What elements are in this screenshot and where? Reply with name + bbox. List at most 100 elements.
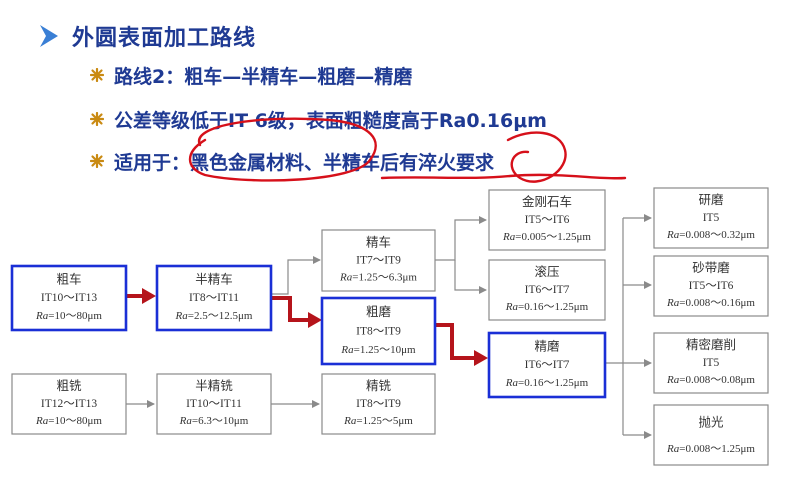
process-node-pao-guang: 抛光 Ra=0.008～1.25μm	[653, 404, 769, 466]
node-roughness: Ra=0.008～1.25μm	[666, 443, 755, 455]
node-roughness-value: =6.3～10μm	[192, 415, 249, 427]
node-roughness-symbol: Ra	[339, 272, 353, 284]
node-name: 半精车	[195, 271, 233, 286]
node-name: 精密磨削	[686, 337, 736, 352]
node-roughness: Ra=1.25～5μm	[343, 415, 413, 427]
node-tolerance: IT5	[703, 357, 720, 369]
star-bullet-icon	[90, 154, 104, 168]
node-roughness-value: =0.005～1.25μm	[515, 231, 591, 243]
annotation-underline	[380, 173, 627, 180]
chevron-right-icon	[40, 25, 58, 47]
node-roughness: Ra=10～80μm	[35, 415, 102, 427]
node-roughness-symbol: Ra	[175, 310, 189, 322]
node-roughness-symbol: Ra	[35, 310, 49, 322]
node-tolerance: IT5～IT6	[525, 214, 570, 226]
star-bullet-icon	[90, 68, 104, 82]
node-tolerance: IT7～IT9	[356, 255, 401, 267]
node-roughness: Ra=0.008～0.16μm	[666, 297, 755, 309]
node-roughness-value: =10～80μm	[48, 310, 102, 322]
node-name: 砂带磨	[692, 261, 730, 275]
node-roughness-symbol: Ra	[340, 344, 354, 356]
annotation-ellipse	[188, 117, 377, 182]
node-roughness-value: =0.008～1.25μm	[679, 443, 755, 455]
node-box	[653, 404, 769, 466]
node-box	[10, 264, 128, 332]
node-roughness-symbol: Ra	[343, 415, 357, 427]
node-roughness-symbol: Ra	[35, 415, 49, 427]
node-roughness: Ra=0.16～1.25μm	[505, 301, 589, 313]
node-name: 精铣	[366, 379, 392, 393]
node-name: 粗铣	[56, 379, 82, 393]
hand-annotations	[188, 117, 627, 183]
node-tolerance: IT8～IT9	[356, 398, 401, 410]
annotation-loop	[506, 131, 567, 183]
nodes-layer: 粗车IT10～IT13Ra=10～80μm半精车IT8～IT11Ra=2.5～1…	[10, 187, 769, 466]
node-tolerance: IT8～IT9	[356, 325, 401, 337]
node-tolerance: IT5	[703, 212, 720, 224]
node-box	[320, 296, 437, 366]
node-roughness-symbol: Ra	[666, 443, 680, 455]
node-roughness-value: =10～80μm	[48, 415, 102, 427]
node-box	[653, 187, 769, 249]
route-arrows	[126, 288, 488, 366]
route-arrow-3	[435, 323, 488, 366]
node-roughness-symbol: Ra	[179, 415, 193, 427]
node-roughness: Ra=0.008～0.32μm	[666, 229, 755, 241]
node-name: 滚压	[534, 264, 559, 279]
connectors	[126, 214, 652, 439]
node-roughness-value: =0.16～1.25μm	[518, 301, 589, 313]
node-name: 半精铣	[195, 379, 233, 393]
node-roughness: Ra=10～80μm	[35, 310, 102, 322]
node-roughness-value: =1.25～6.3μm	[352, 272, 417, 284]
node-box	[155, 264, 273, 332]
node-box	[488, 259, 606, 321]
node-roughness: Ra=0.16～1.25μm	[505, 377, 589, 389]
node-box	[653, 332, 769, 394]
node-tolerance: IT5～IT6	[689, 280, 734, 292]
node-box	[156, 373, 272, 435]
node-box	[11, 373, 127, 435]
node-box	[321, 373, 436, 435]
node-roughness-value: =0.008～0.08μm	[679, 374, 755, 386]
bullet-text: 路线2：粗车—半精车—粗磨—精磨	[114, 65, 413, 88]
route-arrow-2	[271, 296, 322, 328]
node-tolerance: IT6～IT7	[525, 359, 570, 371]
bullet-text: 适用于：黑色金属材料、半精车后有淬火要求	[114, 151, 495, 174]
node-roughness: Ra=6.3～10μm	[179, 415, 249, 427]
node-tolerance: IT6～IT7	[525, 284, 570, 296]
bullet-application: 适用于：黑色金属材料、半精车后有淬火要求	[90, 146, 494, 176]
node-roughness-value: =1.25～5μm	[356, 415, 413, 427]
node-roughness: Ra=2.5～12.5μm	[175, 310, 253, 322]
node-roughness-symbol: Ra	[505, 377, 519, 389]
node-name: 粗车	[56, 271, 81, 286]
node-name: 抛光	[698, 415, 723, 430]
node-name: 粗磨	[366, 305, 392, 319]
node-name: 精磨	[534, 339, 560, 353]
node-roughness-symbol: Ra	[666, 374, 680, 386]
node-roughness-symbol: Ra	[502, 231, 516, 243]
node-roughness: Ra=0.008～0.08μm	[666, 374, 755, 386]
node-box	[653, 255, 769, 317]
node-name: 研磨	[698, 193, 724, 207]
node-roughness-symbol: Ra	[505, 301, 519, 313]
star-bullet-icon	[90, 112, 104, 126]
node-tolerance: IT12～IT13	[41, 398, 97, 410]
node-tolerance: IT10～IT11	[186, 398, 242, 410]
bullet-route: 路线2：粗车—半精车—粗磨—精磨	[90, 60, 412, 90]
node-name: 精车	[366, 234, 391, 249]
slide-title-row: 外圆表面加工路线	[38, 20, 256, 52]
node-box	[488, 189, 606, 251]
node-roughness-value: =0.008～0.16μm	[679, 297, 755, 309]
node-roughness: Ra=1.25～6.3μm	[339, 272, 417, 284]
node-box	[321, 229, 436, 292]
node-roughness: Ra=0.005～1.25μm	[502, 231, 591, 243]
